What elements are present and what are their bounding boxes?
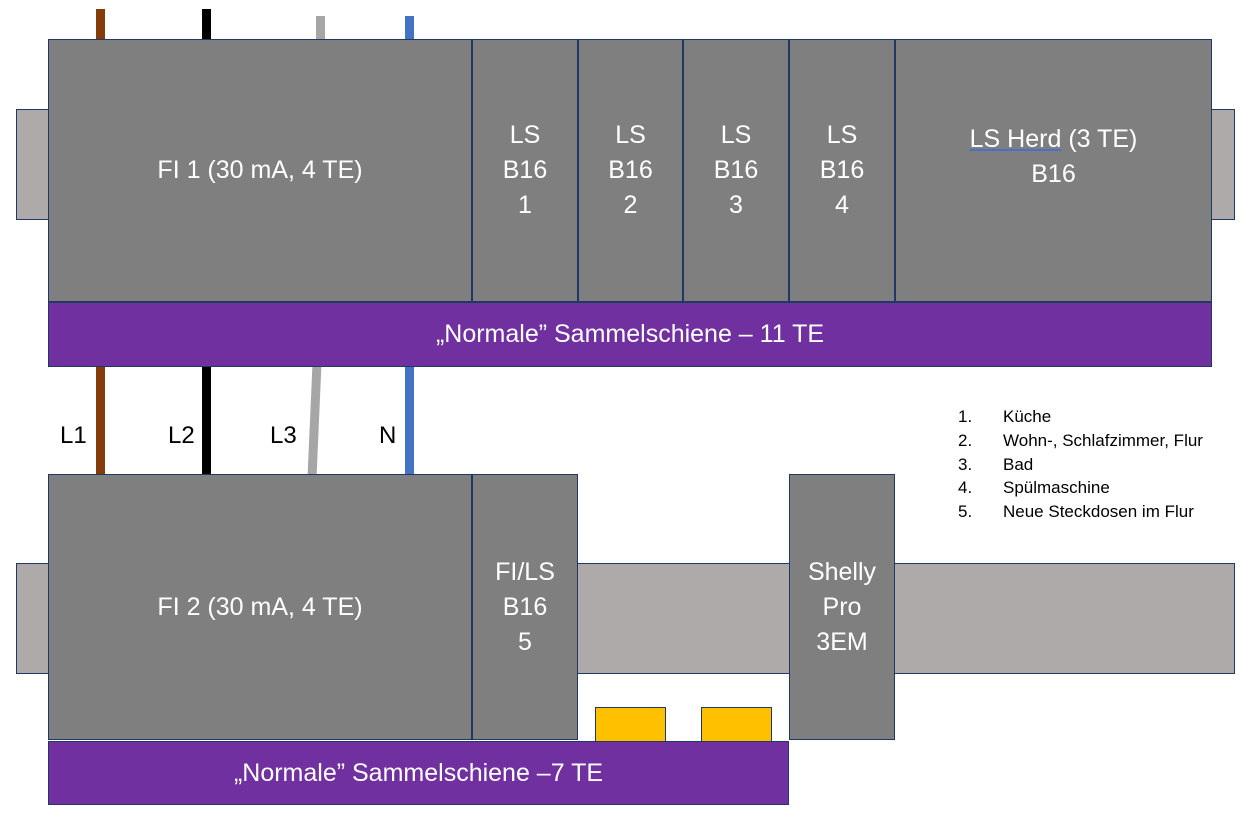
wire-l3-top-stub xyxy=(316,16,325,39)
ls-2-line2: B16 xyxy=(608,156,653,184)
ls-b16-2-module: LS B16 2 xyxy=(578,39,683,302)
ls-b16-3-module: LS B16 3 xyxy=(683,39,789,302)
busbar-bottom: „Normale” Sammelschiene –7 TE xyxy=(48,741,789,805)
fi-1-label: FI 1 (30 mA, 4 TE) xyxy=(157,156,363,184)
ls-1-line2: B16 xyxy=(502,156,548,184)
circuit-legend: 1.Küche 2.Wohn-, Schlafzimmer, Flur 3.Ba… xyxy=(958,405,1203,524)
busbar-top: „Normale” Sammelschiene – 11 TE xyxy=(48,302,1212,367)
legend-item: 1.Küche xyxy=(958,407,1052,426)
wire-l1 xyxy=(96,367,105,474)
ls-herd-name: LS Herd xyxy=(969,124,1062,153)
wire-l2-top-stub xyxy=(202,9,211,39)
wire-label-l3: L3 xyxy=(270,422,297,449)
ls-herd-module: LS Herd (3 TE) B16 xyxy=(895,39,1212,302)
ls-herd-line1: LS Herd (3 TE) xyxy=(970,122,1138,157)
wire-label-l1: L1 xyxy=(60,422,87,449)
fi-2-label: FI 2 (30 mA, 4 TE) xyxy=(157,592,363,621)
ls-4-line2: B16 xyxy=(819,156,865,184)
fi-ls-b16-5-module: FI/LS B16 5 xyxy=(472,474,578,740)
ls-b16-1-module: LS B16 1 xyxy=(472,39,578,302)
shelly-pro-3em-module: Shelly Pro 3EM xyxy=(789,474,895,740)
ls-4-line3: 4 xyxy=(835,191,849,219)
ls-b16-4-module: LS B16 4 xyxy=(789,39,895,302)
fils-line3: 5 xyxy=(518,627,532,656)
busbar-top-label: „Normale” Sammelschiene – 11 TE xyxy=(435,320,825,348)
terminal-block-2 xyxy=(701,707,772,743)
shelly-line3: 3EM xyxy=(816,627,868,656)
wire-l2 xyxy=(202,367,211,474)
wire-l3 xyxy=(307,367,322,474)
ls-1-line1: LS xyxy=(509,121,541,149)
fi-2-module: FI 2 (30 mA, 4 TE) xyxy=(48,474,472,740)
terminal-block-1 xyxy=(595,707,666,743)
ls-1-line3: 1 xyxy=(518,191,532,219)
shelly-line2: Pro xyxy=(822,592,862,621)
ls-3-line1: LS xyxy=(720,121,752,149)
ls-3-line3: 3 xyxy=(729,191,743,219)
legend-item: 4.Spülmaschine xyxy=(958,478,1110,498)
ls-2-line1: LS xyxy=(615,121,646,149)
wire-label-n: N xyxy=(379,422,397,449)
legend-item: 3.Bad xyxy=(958,454,1034,474)
wire-n-top-stub xyxy=(405,16,414,39)
fi-1-module: FI 1 (30 mA, 4 TE) xyxy=(48,39,472,302)
fils-line1: FI/LS xyxy=(495,557,555,586)
ls-herd-line2: B16 xyxy=(1031,159,1076,188)
wire-label-l2: L2 xyxy=(168,422,195,449)
wire-n xyxy=(405,367,414,474)
ls-2-line3: 2 xyxy=(623,191,638,219)
ls-4-line1: LS xyxy=(826,121,858,149)
busbar-bottom-label: „Normale” Sammelschiene –7 TE xyxy=(233,758,604,787)
legend-item: 5.Neue Steckdosen im Flur xyxy=(958,502,1194,522)
wire-l1-top-stub xyxy=(96,9,105,39)
fils-line2: B16 xyxy=(502,592,548,621)
ls-herd-size: (3 TE) xyxy=(1061,124,1138,153)
legend-item: 2.Wohn-, Schlafzimmer, Flur xyxy=(958,430,1203,450)
ls-3-line2: B16 xyxy=(713,156,759,184)
shelly-line1: Shelly xyxy=(807,557,877,586)
